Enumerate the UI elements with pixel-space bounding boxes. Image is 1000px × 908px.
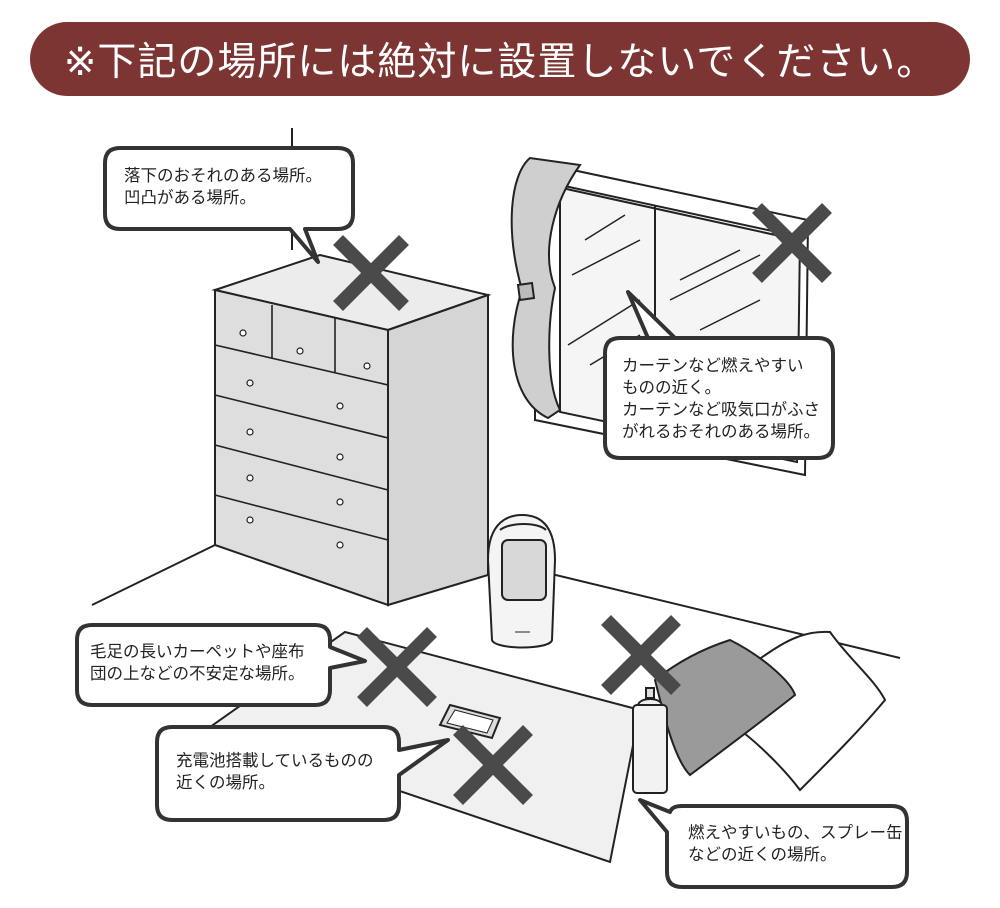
warning-line: カーテンなど燃えやすい [622, 356, 804, 375]
warning-curtain-text: カーテンなど燃えやすい ものの近く。 カーテンなど吸気口がふさ がれるおそれのあ… [622, 355, 820, 443]
speech-bubbles [75, 146, 909, 889]
smartphone [438, 703, 502, 740]
warning-spray-text: 燃えやすいもの、スプレー缶 などの近くの場所。 [688, 822, 903, 866]
warning-line: がれるおそれのある場所。 [622, 422, 820, 441]
banner-title: ※下記の場所には絶対に設置しないでください。 [63, 40, 937, 85]
warning-fall-text: 落下のおそれのある場所。 凹凸がある場所。 [124, 165, 322, 209]
cross-mark-icon [333, 203, 832, 805]
heater-device [486, 513, 557, 649]
warning-line: ものの近く。 [622, 378, 721, 397]
warning-banner: ※下記の場所には絶対に設置しないでください。 [30, 22, 970, 96]
warning-carpet-text: 毛足の長いカーペットや座布 団の上などの不安定な場所。 [90, 641, 305, 685]
warning-battery-text: 充電池搭載しているものの 近くの場所。 [176, 750, 374, 794]
warning-line: 燃えやすいもの、スプレー缶 [688, 823, 903, 842]
warning-line: 充電池搭載しているものの [176, 751, 374, 770]
warning-line: 団の上などの不安定な場所。 [90, 664, 305, 683]
warning-line: 凹凸がある場所。 [124, 188, 256, 207]
warning-line: 毛足の長いカーペットや座布 [90, 642, 305, 661]
chest-of-drawers [211, 253, 492, 607]
warning-line: などの近くの場所。 [688, 845, 837, 864]
warning-line: 落下のおそれのある場所。 [124, 166, 322, 185]
spray-can [632, 687, 668, 794]
warning-line: 近くの場所。 [176, 773, 275, 792]
warning-line: カーテンなど吸気口がふさ [622, 400, 820, 419]
cushion [653, 630, 887, 792]
